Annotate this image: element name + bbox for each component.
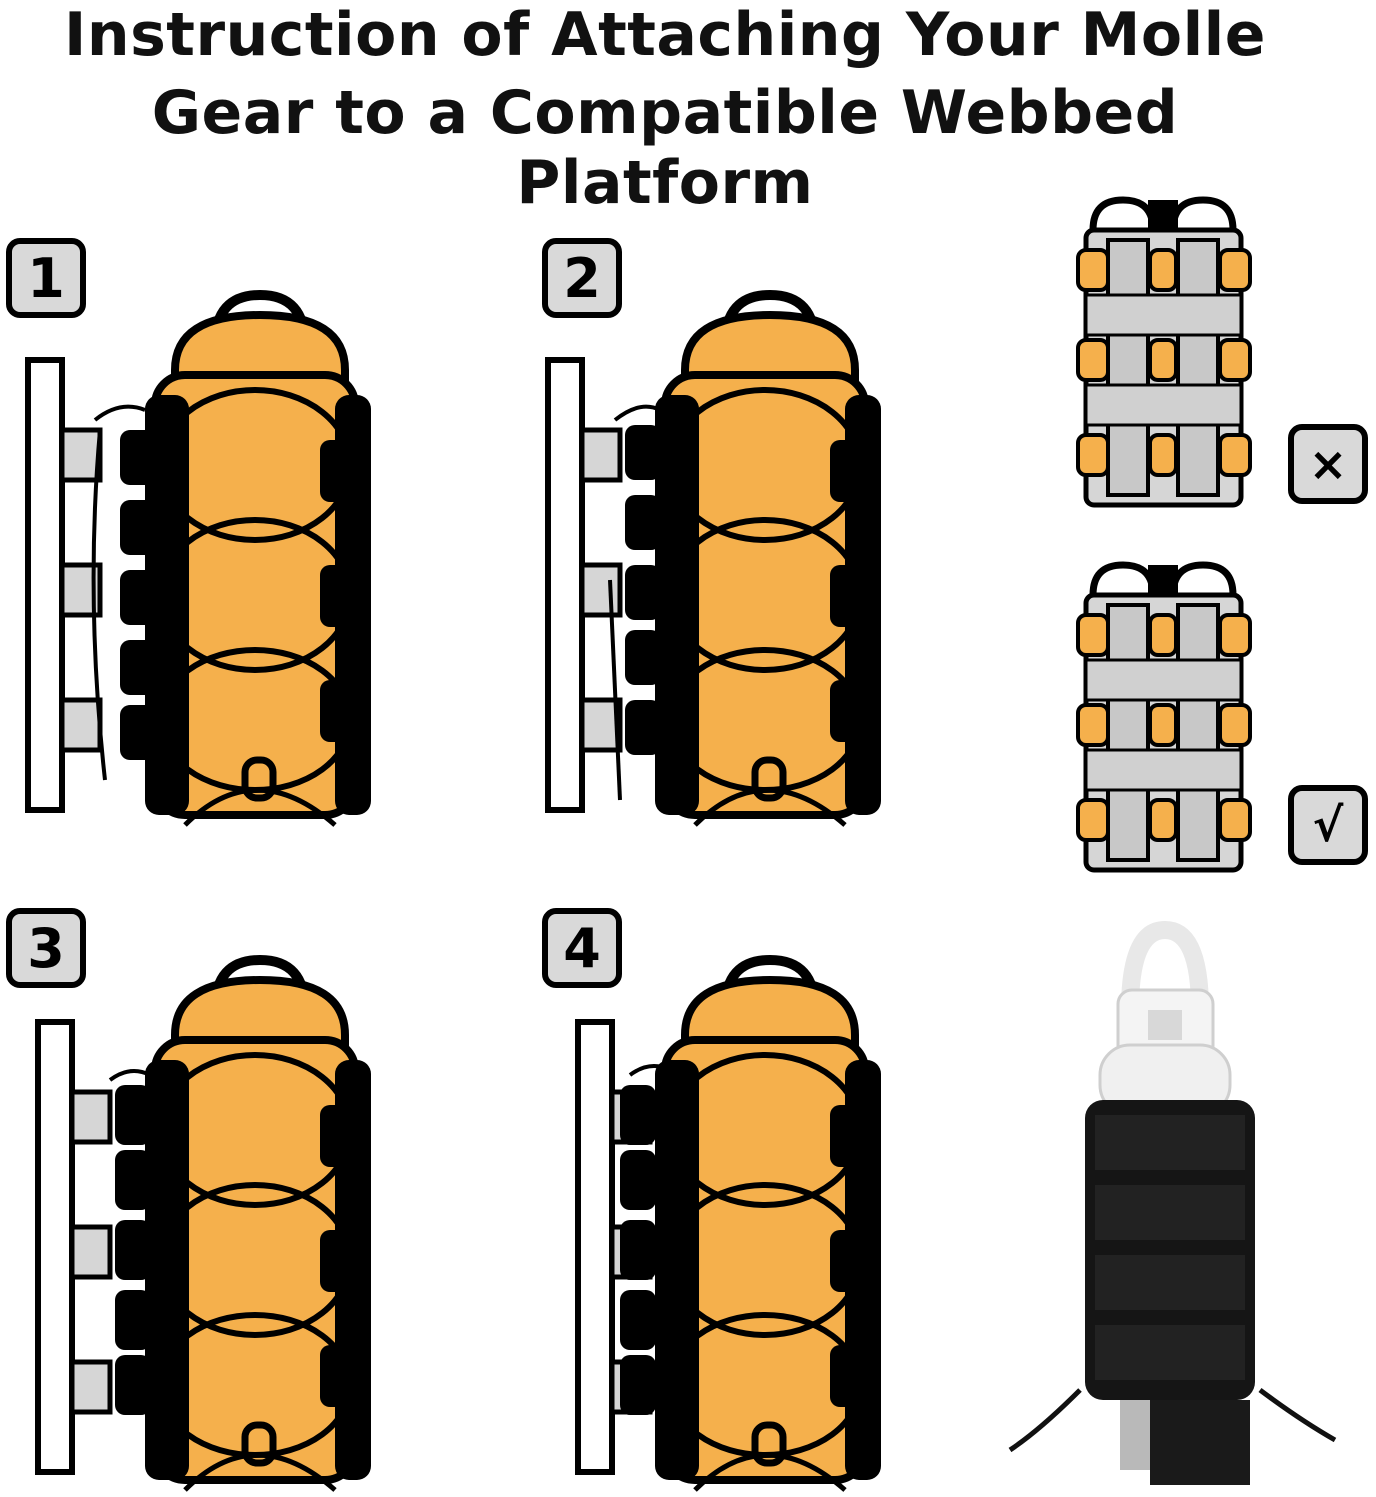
step-3-illustration — [38, 960, 371, 1490]
step-4-badge: 4 — [542, 908, 622, 988]
step-2-badge: 2 — [542, 238, 622, 318]
step-4-illustration — [578, 960, 881, 1490]
step-1-badge: 1 — [6, 238, 86, 318]
incorrect-weave-panel — [1078, 200, 1250, 505]
correct-weave-panel — [1078, 565, 1250, 870]
diagram-title-line2: Gear to a Compatible Webbed Platform — [151, 78, 1179, 218]
diagram-title-line1: Instruction of Attaching Your Molle — [64, 0, 1266, 70]
incorrect-mark: × — [1288, 424, 1368, 504]
step-3-badge: 3 — [6, 908, 86, 988]
step-2-illustration — [548, 295, 881, 825]
correct-mark: √ — [1288, 785, 1368, 865]
product-photo — [1008, 920, 1337, 1485]
step-1-illustration — [28, 295, 371, 825]
